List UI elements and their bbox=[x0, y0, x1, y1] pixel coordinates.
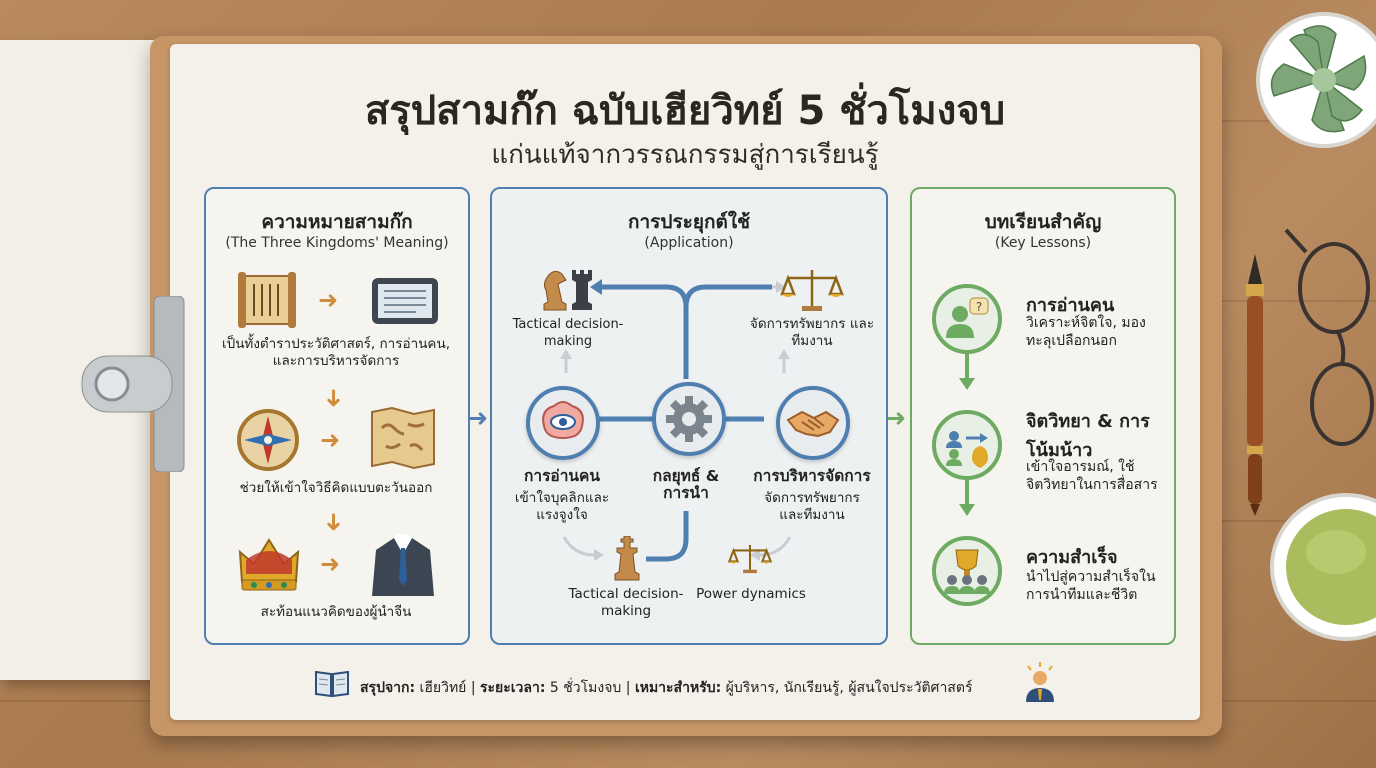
lesson-circle: ? bbox=[932, 284, 1002, 354]
chess-king-icon bbox=[614, 536, 640, 581]
meaning-item-text: ช่วยให้เข้าใจวิธีคิดแบบตะวันออก bbox=[239, 480, 433, 496]
arrow-right-icon: ➜ bbox=[320, 426, 341, 454]
crown-icon bbox=[238, 538, 300, 591]
binder-clip-icon bbox=[81, 296, 185, 472]
arrow-right-icon: ➜ bbox=[318, 286, 339, 314]
handshake-icon bbox=[786, 410, 840, 438]
lesson-title: จิตวิทยา & การโน้มน้าว bbox=[1026, 411, 1150, 461]
lesson-title: ความสำเร็จ bbox=[1026, 547, 1118, 568]
arrow-down-icon: ➜ bbox=[320, 387, 349, 409]
gear-icon bbox=[666, 396, 712, 442]
application-bottom-left-label: Tactical decision-making bbox=[568, 586, 684, 619]
lesson-circle bbox=[932, 536, 1002, 606]
arrow-right-icon: ➜ bbox=[886, 404, 907, 432]
tablet-icon bbox=[372, 278, 438, 324]
application-node-text: จัดการทรัพยากร และทีมงาน bbox=[764, 490, 860, 523]
application-top-left-label: Tactical decision-making bbox=[512, 317, 624, 349]
footer-text: สรุปจาก: เฮียวิทย์ | ระยะเวลา: 5 ชั่วโมง… bbox=[360, 677, 972, 699]
application-node-title: กลยุทธ์ & การนำ bbox=[652, 467, 720, 502]
map-icon bbox=[371, 406, 435, 470]
footer-label: เหมาะสำหรับ: bbox=[634, 680, 722, 696]
arrow-down-icon: ➜ bbox=[320, 511, 349, 533]
green-tea-cup-icon bbox=[1270, 493, 1376, 641]
compass-icon bbox=[237, 409, 299, 471]
arrow-right-icon: ➜ bbox=[320, 550, 341, 578]
meaning-subtitle: (The Three Kingdoms' Meaning) bbox=[225, 235, 449, 251]
meaning-item-text: สะท้อนแนวคิดของผู้นำจีน bbox=[260, 604, 412, 620]
chess-icon bbox=[543, 270, 592, 311]
application-node-text: เข้าใจบุคลิกและแรงจูงใจ bbox=[514, 490, 610, 523]
footer-separator: | bbox=[625, 680, 631, 696]
suit-icon bbox=[372, 534, 434, 596]
succulent-plant-icon bbox=[1256, 12, 1376, 148]
eyeglasses-icon bbox=[1284, 228, 1374, 446]
meaning-item-text: เป็นทั้งตำราประวัติศาสตร์, การอ่านคน, แล… bbox=[222, 336, 450, 369]
person-question-icon: ? bbox=[946, 297, 989, 338]
page-subtitle: แก่นแท้จากวรรณกรรมสู่การเรียนรู้ bbox=[491, 140, 879, 170]
lessons-title: บทเรียนสำคัญ bbox=[984, 211, 1102, 233]
lessons-subtitle: (Key Lessons) bbox=[994, 235, 1092, 251]
footer-bar: สรุปจาก: เฮียวิทย์ | ระยะเวลา: 5 ชั่วโมง… bbox=[312, 660, 1054, 710]
lessons-flow-line bbox=[959, 350, 975, 516]
leader-idea-icon bbox=[1026, 662, 1054, 702]
footer-value: เฮียวิทย์ bbox=[419, 680, 467, 696]
scales-icon bbox=[728, 544, 772, 574]
brain-eye-icon bbox=[542, 401, 584, 440]
application-node bbox=[526, 386, 600, 460]
footer-label: ระยะเวลา: bbox=[480, 680, 546, 696]
application-node bbox=[652, 382, 726, 456]
footer-label: สรุปจาก: bbox=[360, 680, 416, 696]
footer-value: 5 ชั่วโมงจบ bbox=[549, 680, 622, 696]
lesson-text: เข้าใจอารมณ์, ใช้จิตวิทยาในการสื่อสาร bbox=[1026, 459, 1158, 493]
application-subtitle: (Application) bbox=[644, 235, 734, 251]
application-bottom-right-label: Power dynamics bbox=[696, 586, 806, 602]
persuasion-icon bbox=[946, 431, 988, 468]
application-node bbox=[776, 386, 850, 460]
lesson-text: วิเคราะห์จิตใจ, มองทะลุเปลือกนอก bbox=[1026, 315, 1146, 349]
scroll-icon bbox=[238, 272, 296, 328]
footer-value: ผู้บริหาร, นักเรียนรู้, ผู้สนใจประวัติศา… bbox=[725, 680, 973, 696]
lesson-circle bbox=[932, 410, 1002, 480]
page-title: สรุปสามก๊ก ฉบับเฮียวิทย์ 5 ชั่วโมงจบ bbox=[364, 88, 1006, 134]
lesson-title: การอ่านคน bbox=[1026, 295, 1115, 316]
arrow-right-icon: ➜ bbox=[468, 404, 489, 432]
application-title: การประยุกต์ใช้ bbox=[628, 211, 750, 233]
fountain-pen-icon bbox=[1246, 254, 1264, 516]
application-node-title: การบริหารจัดการ bbox=[753, 467, 871, 485]
scales-icon bbox=[780, 270, 844, 311]
application-node-title: การอ่านคน bbox=[524, 467, 600, 485]
trophy-team-icon bbox=[944, 549, 990, 594]
meaning-title: ความหมายสามก๊ก bbox=[261, 211, 413, 233]
footer-separator: | bbox=[470, 680, 476, 696]
application-top-right-label: จัดการทรัพยากร และทีมงาน bbox=[749, 316, 875, 349]
lesson-text: นำไปสู่ความสำเร็จในการนำทีมและชีวิต bbox=[1026, 569, 1156, 603]
book-icon bbox=[315, 670, 349, 698]
svg-text:?: ? bbox=[976, 300, 982, 314]
